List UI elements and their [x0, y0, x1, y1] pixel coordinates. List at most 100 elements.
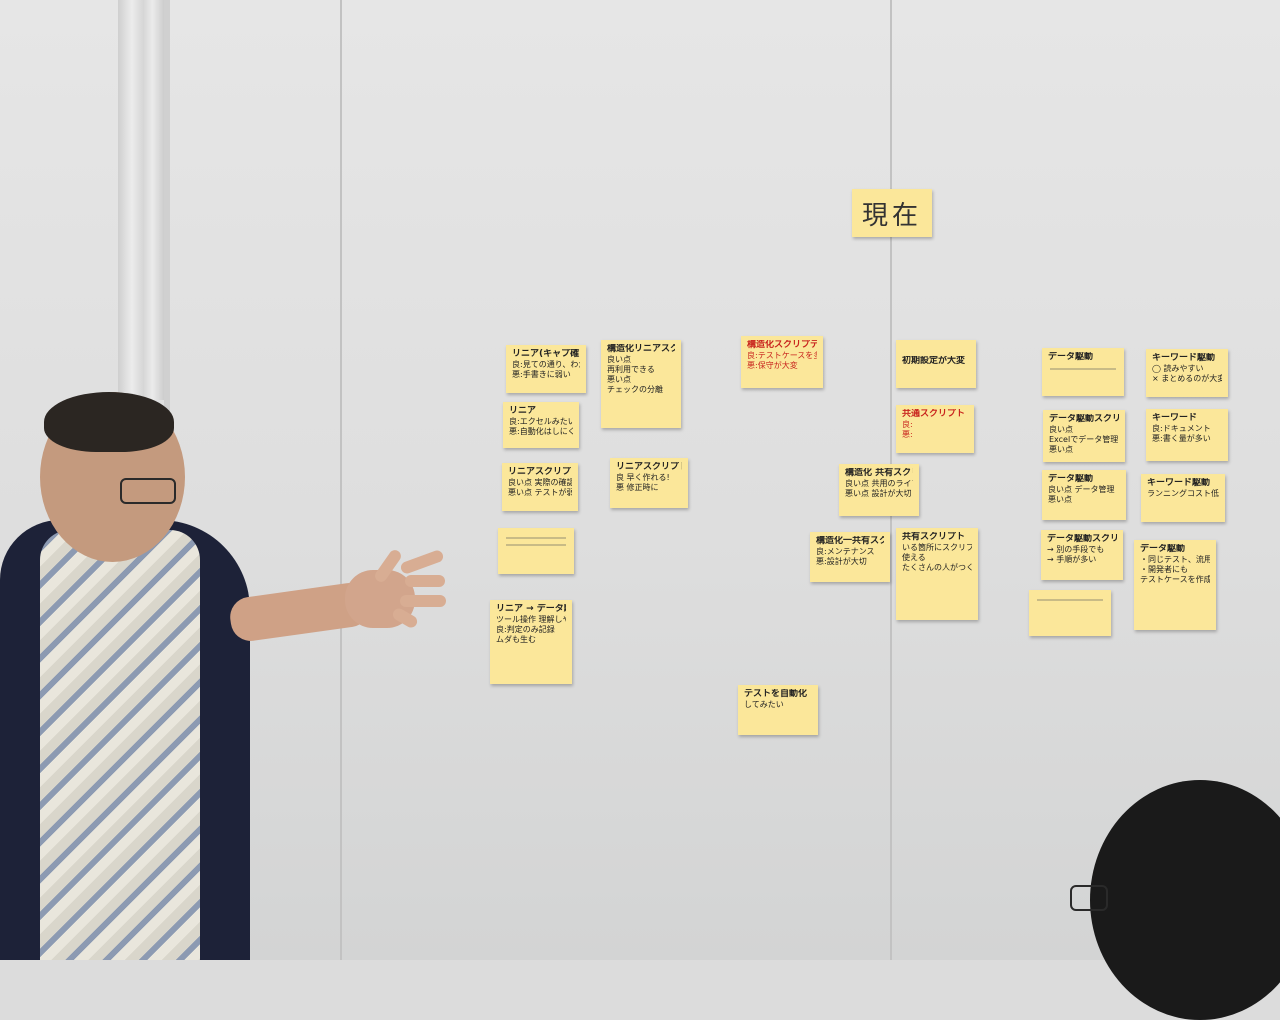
- note-title: リニア: [509, 406, 537, 416]
- note-title: 初期設定が大変: [902, 356, 966, 366]
- presenter-shirt: [40, 530, 200, 960]
- note-line: 良い点 実際の確認を: [508, 478, 572, 487]
- note-title: データ駆動: [1048, 352, 1094, 362]
- note-line: 悪い点 テストが弱い: [508, 488, 572, 497]
- note-title: キーワード駆動: [1147, 478, 1211, 488]
- presenter-finger: [400, 595, 446, 607]
- note-line: ・開発者にも: [1140, 565, 1188, 574]
- note-line: ◯ 読みやすい: [1152, 364, 1204, 373]
- sticky-note: リニアスクリプト 良い点 実際の確認を 悪い点 テストが弱い: [502, 463, 578, 511]
- note-scribble: [506, 544, 566, 546]
- note-title: リニア(キャプ確): [512, 349, 580, 359]
- heading-text: 現在: [861, 200, 922, 231]
- note-title: データ駆動: [1048, 474, 1094, 484]
- note-line: いる箇所にスクリプトを: [902, 543, 972, 552]
- sticky-note: キーワード駆動 ランニングコスト低: [1141, 474, 1225, 522]
- note-line: Excelでデータ管理: [1049, 435, 1119, 444]
- sticky-note: テストを自動化 してみたい: [738, 685, 818, 735]
- note-line: → 手順が多い: [1047, 555, 1097, 564]
- sticky-note: リニア 良:エクセルみたいに楽 悪:自動化はしにくい: [503, 402, 579, 448]
- note-line: 悪:設計が大切: [816, 557, 867, 566]
- sticky-note: キーワード 良:ドキュメント 悪:書く量が多い: [1146, 409, 1228, 461]
- sticky-note: 構造化スクリプティング 良:テストケースを多く作れる 悪:保守が大変: [741, 336, 823, 388]
- note-title: キーワード: [1152, 413, 1198, 423]
- note-line: テストケースを作成: [1140, 575, 1210, 584]
- note-line: 悪:: [902, 430, 913, 439]
- note-line: × まとめるのが大変: [1152, 374, 1222, 383]
- note-title: 構造化 共有スクリプティング: [845, 468, 913, 478]
- presenter: [0, 0, 460, 960]
- wall-pillar: [118, 0, 164, 400]
- sticky-note: データ駆動スクリプト → 別の手段でも → 手順が多い: [1041, 530, 1123, 580]
- note-line: → 別の手段でも: [1047, 545, 1105, 554]
- note-line: 良:見ての通り、わかりやすい: [512, 360, 580, 369]
- sticky-note: リニア(キャプ確) 良:見ての通り、わかりやすい 悪:手書きに弱い: [506, 345, 586, 393]
- note-line: 悪:自動化はしにくい: [509, 427, 573, 436]
- note-title: 共通スクリプト: [902, 409, 966, 419]
- note-line: 良い点 データ管理: [1048, 485, 1115, 494]
- sticky-note: リニアスクリプト 良 早く作れる! 悪 修正時に: [610, 458, 688, 508]
- panel-seam-left: [340, 0, 342, 960]
- sticky-note: データ駆動 ・同じテスト、流用する ・開発者にも テストケースを作成: [1134, 540, 1216, 630]
- note-scribble: [1050, 368, 1116, 370]
- note-title: テストを自動化: [744, 689, 808, 699]
- note-line: 再利用できる: [607, 365, 655, 374]
- glasses-icon: [120, 478, 176, 504]
- note-line: 悪い点: [1049, 445, 1073, 454]
- note-line: 悪 修正時に: [616, 483, 659, 492]
- sticky-note: 構造化 共有スクリプティング 良い点 共用のライブラリ 悪い点 設計が大切: [839, 464, 919, 516]
- note-line: 悪:書く量が多い: [1152, 434, 1211, 443]
- note-line: ランニングコスト低: [1147, 489, 1219, 498]
- note-title: リニアスクリプト: [616, 462, 682, 472]
- note-line: ムダも生む: [496, 635, 536, 644]
- sticky-note: [498, 528, 574, 574]
- note-title: リニアスクリプト: [508, 467, 572, 477]
- note-title: リニア → データ駆動: [496, 604, 566, 614]
- note-title: データ駆動: [1140, 544, 1186, 554]
- note-line: ツール操作 理解しやすい: [496, 615, 566, 624]
- note-line: たくさんの人がつくる: [902, 563, 972, 572]
- sticky-note: 構造化リニアスクリプト 良い点 再利用できる 悪い点 チェックの分離: [601, 340, 681, 428]
- note-scribble: [506, 537, 566, 539]
- note-line: ・同じテスト、流用する: [1140, 555, 1210, 564]
- sticky-note: データ駆動 良い点 データ管理 悪い点: [1042, 470, 1126, 520]
- note-scribble: [1037, 599, 1103, 601]
- note-line: 悪い点: [607, 375, 631, 384]
- note-line: 良:ドキュメント: [1152, 424, 1211, 433]
- note-line: 良:メンテナンス: [816, 547, 875, 556]
- note-line: 良:エクセルみたいに楽: [509, 417, 573, 426]
- presenter-hair: [44, 392, 174, 452]
- note-line: してみたい: [744, 700, 784, 709]
- heading-sticky-note: 現在: [852, 189, 932, 237]
- presenter-finger: [399, 548, 445, 576]
- note-line: 良い点: [1049, 425, 1073, 434]
- note-line: 良:: [902, 420, 913, 429]
- note-line: 悪い点: [1048, 495, 1072, 504]
- sticky-note: データ駆動: [1042, 348, 1124, 396]
- note-title: データ駆動スクリプト: [1049, 414, 1119, 424]
- audience-glasses-icon: [1070, 885, 1108, 911]
- sticky-note: 共通スクリプト 良: 悪:: [896, 405, 974, 453]
- sticky-note: キーワード駆動 ◯ 読みやすい × まとめるのが大変: [1146, 349, 1228, 397]
- note-line: 悪:保守が大変: [747, 361, 798, 370]
- note-title: 構造化リニアスクリプト: [607, 344, 675, 354]
- note-title: 構造化一共有スクリプト: [816, 536, 884, 546]
- note-title: 構造化スクリプティング: [747, 340, 817, 350]
- note-line: 悪い点 設計が大切: [845, 489, 912, 498]
- sticky-note: 共有スクリプト いる箇所にスクリプトを 使える たくさんの人がつくる: [896, 528, 978, 620]
- note-line: 良 早く作れる!: [616, 473, 670, 482]
- note-line: 良い点 共用のライブラリ: [845, 479, 913, 488]
- sticky-note: データ駆動スクリプト 良い点 Excelでデータ管理 悪い点: [1043, 410, 1125, 462]
- note-title: キーワード駆動: [1152, 353, 1216, 363]
- note-line: 使える: [902, 553, 926, 562]
- note-line: 悪:手書きに弱い: [512, 370, 571, 379]
- note-line: 良:判定のみ記録: [496, 625, 555, 634]
- note-line: チェックの分離: [607, 385, 663, 394]
- sticky-note: 初期設定が大変: [896, 340, 976, 388]
- sticky-note: リニア → データ駆動 ツール操作 理解しやすい 良:判定のみ記録 ムダも生む: [490, 600, 572, 684]
- note-line: 良い点: [607, 355, 631, 364]
- note-line: 良:テストケースを多く作れる: [747, 351, 817, 360]
- presenter-finger: [405, 575, 445, 587]
- sticky-note: [1029, 590, 1111, 636]
- note-title: データ駆動スクリプト: [1047, 534, 1117, 544]
